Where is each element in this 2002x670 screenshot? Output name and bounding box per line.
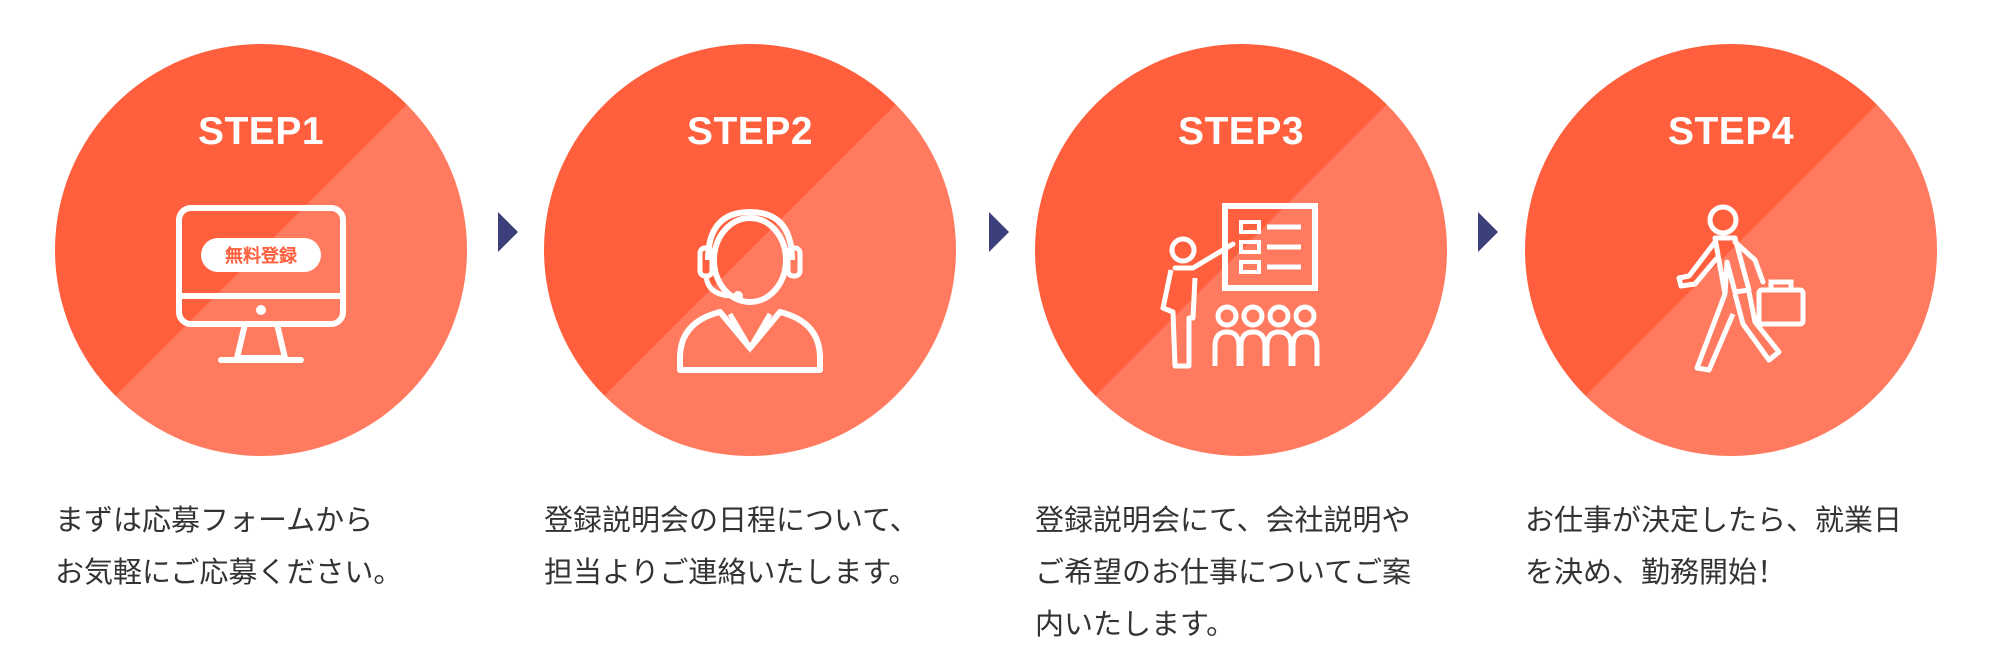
step-3-desc-line: 登録説明会にて、会社説明や xyxy=(1035,503,1411,537)
step-1-label: STEP1 xyxy=(197,110,325,153)
step-3-description: 登録説明会にて、会社説明や ご希望のお仕事についてご案 内いたします。 xyxy=(1035,494,1475,650)
free-registration-badge: 無料登録 xyxy=(225,245,298,267)
step-1-circle: STEP1 無料登録 xyxy=(55,44,467,456)
presentation-audience-icon xyxy=(1160,203,1320,369)
step-3-circle: STEP3 xyxy=(1035,44,1447,456)
step-1: STEP1 無料登録 まずは応募フォームから お気軽にご応募ください。 xyxy=(55,44,467,589)
step-1-description: まずは応募フォームから お気軽にご応募ください。 xyxy=(55,494,495,598)
step-3-desc-line: 内いたします。 xyxy=(1035,607,1236,641)
walking-businessperson-icon xyxy=(1676,204,1806,373)
step-1-desc-line: お気軽にご応募ください。 xyxy=(55,555,403,589)
operator-headset-icon xyxy=(677,208,823,373)
chevron-right-icon xyxy=(989,212,1009,252)
step-2-label: STEP2 xyxy=(686,110,814,153)
step-4-circle: STEP4 xyxy=(1525,44,1937,456)
chevron-right-icon xyxy=(498,212,518,252)
step-3-desc-line: ご希望のお仕事についてご案 xyxy=(1035,555,1412,589)
step-2-circle: STEP2 xyxy=(544,44,956,456)
step-4-label: STEP4 xyxy=(1667,110,1795,153)
step-2-desc-line: 登録説明会の日程について、 xyxy=(544,503,919,537)
step-4-description: お仕事が決定したら、就業日 を決め、勤務開始！ xyxy=(1525,494,1965,598)
step-2: STEP2 登録説明会の日程について、 担当よりご連絡いたします。 xyxy=(544,44,956,589)
step-4-desc-line: を決め、勤務開始！ xyxy=(1525,555,1787,589)
step-2-description: 登録説明会の日程について、 担当よりご連絡いたします。 xyxy=(544,494,984,598)
step-1-desc-line: まずは応募フォームから xyxy=(55,503,374,537)
chevron-right-icon xyxy=(1478,212,1498,252)
step-3: STEP3 登録 xyxy=(1035,44,1447,641)
step-3-label: STEP3 xyxy=(1177,110,1305,153)
computer-registration-icon: 無料登録 xyxy=(176,205,346,363)
step-2-desc-line: 担当よりご連絡いたします。 xyxy=(544,555,918,589)
step-4-desc-line: お仕事が決定したら、就業日 xyxy=(1525,503,1903,537)
step-4: STEP4 お仕事が決定したら、就業日 を決め、勤務開始！ xyxy=(1525,44,1937,589)
